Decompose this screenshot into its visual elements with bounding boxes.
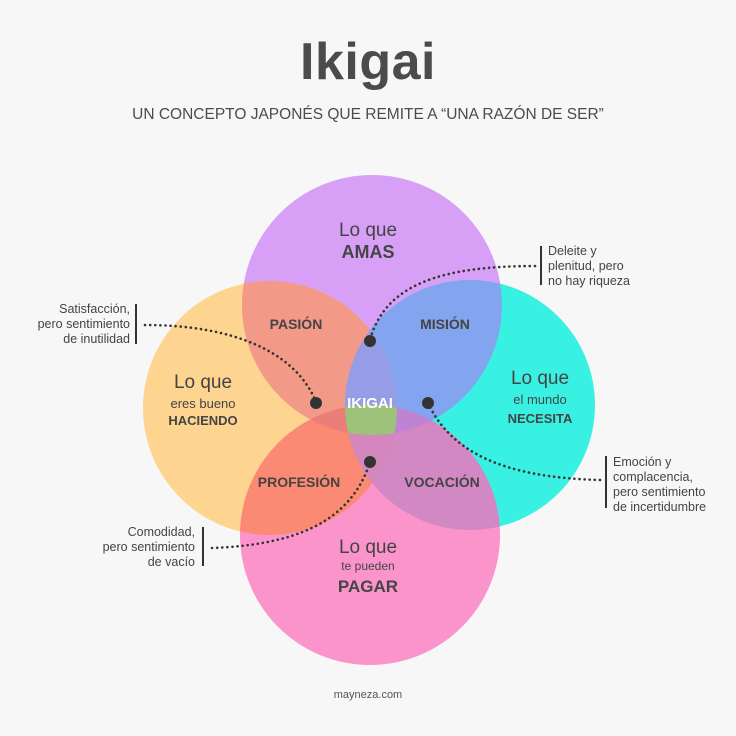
note-emocion-line2: complacencia,: [613, 470, 693, 484]
note-satisfaccion-line2: pero sentimiento: [37, 317, 130, 331]
note-deleite-line3: no hay riqueza: [548, 274, 631, 288]
note-comodidad-line1: Comodidad,: [127, 525, 195, 539]
amas-line2: AMAS: [342, 242, 395, 262]
note-satisfaccion-line3: de inutilidad: [63, 332, 130, 346]
note-emocion: Emoción y complacencia, pero sentimiento…: [613, 455, 733, 515]
pagar-line1: Lo que: [339, 537, 397, 558]
note-satisfaccion: Satisfacción, pero sentimiento de inutil…: [10, 302, 130, 347]
note-emocion-line1: Emoción y: [613, 455, 672, 469]
callout-line-satisfaccion: [143, 323, 318, 404]
callout-dot-deleite: [364, 335, 376, 347]
note-deleite-line2: plenitud, pero: [548, 259, 624, 273]
note-deleite-line1: Deleite y: [548, 244, 597, 258]
label-profesion: PROFESIÓN: [258, 473, 340, 490]
haciendo-line1: Lo que: [174, 372, 232, 393]
note-satisfaccion-line1: Satisfacción,: [59, 302, 130, 316]
callout-dot-emocion: [422, 397, 434, 409]
note-comodidad-line2: pero sentimiento: [102, 540, 195, 554]
note-deleite: Deleite y plenitud, pero no hay riqueza: [548, 244, 668, 289]
haciendo-line2: eres bueno: [170, 396, 235, 411]
note-comodidad: Comodidad, pero sentimiento de vacío: [75, 525, 195, 570]
haciendo-line3: HACIENDO: [168, 413, 237, 428]
necesita-line1: Lo que: [511, 368, 569, 389]
label-ikigai: IKIGAI: [347, 395, 393, 412]
pagar-line3: PAGAR: [338, 577, 398, 596]
label-mision: MISIÓN: [420, 315, 470, 332]
note-comodidad-line3: de vacío: [147, 555, 195, 569]
callout-dot-comodidad: [364, 456, 376, 468]
callout-dot-satisfaccion: [310, 397, 322, 409]
amas-line1: Lo que: [339, 220, 397, 241]
page-subtitle: UN CONCEPTO JAPONÉS QUE REMITE A “UNA RA…: [132, 106, 604, 123]
label-pasion: PASIÓN: [270, 315, 323, 332]
footer-credit: mayneza.com: [333, 689, 403, 701]
page-title: Ikigai: [300, 33, 436, 91]
region-vocacion-tint: [345, 405, 500, 530]
note-emocion-line4: de incertidumbre: [613, 500, 707, 514]
callout-line-emocion: [426, 401, 604, 482]
necesita-line2: el mundo: [513, 392, 566, 407]
note-emocion-line3: pero sentimiento: [613, 485, 706, 499]
label-vocacion: VOCACIÓN: [404, 473, 479, 490]
necesita-line3: NECESITA: [508, 411, 573, 426]
pagar-line2: te pueden: [341, 559, 394, 573]
